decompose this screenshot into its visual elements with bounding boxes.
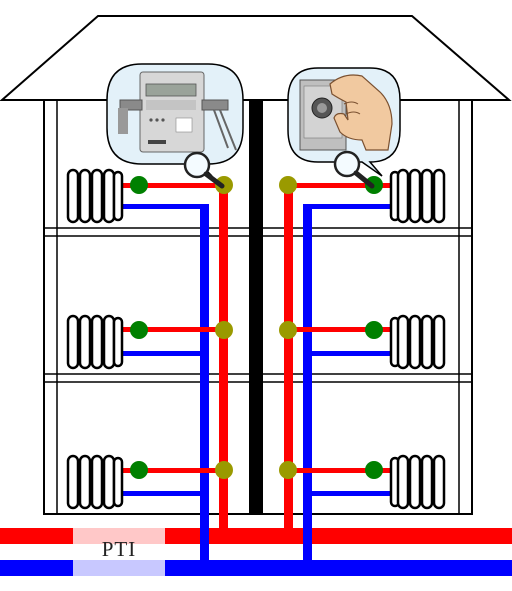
pti-label: PTI [101, 537, 137, 561]
hand-thermostat-icon [299, 74, 393, 151]
radiator-valve-junctions [130, 176, 383, 479]
label-supply-band [73, 528, 165, 544]
radiator-icon [66, 168, 124, 224]
left-branch-pipes [121, 183, 228, 496]
radiator-icon [66, 314, 124, 370]
radiator-icon [389, 314, 446, 370]
heat-meter-callout [106, 63, 244, 189]
chimney [249, 100, 263, 514]
radiator-icon [66, 454, 124, 510]
left-risers [200, 185, 228, 576]
right-branch-pipes [284, 183, 391, 496]
radiator-icon [389, 454, 446, 510]
magnifier-icon [333, 150, 375, 189]
house-roof [0, 15, 512, 101]
magnifier-icon [183, 151, 225, 189]
heat-meter-icon [118, 71, 237, 153]
right-risers [284, 185, 312, 576]
radiator-icon [389, 168, 446, 224]
thermostat-callout [287, 67, 401, 189]
label-return-band [73, 560, 165, 576]
